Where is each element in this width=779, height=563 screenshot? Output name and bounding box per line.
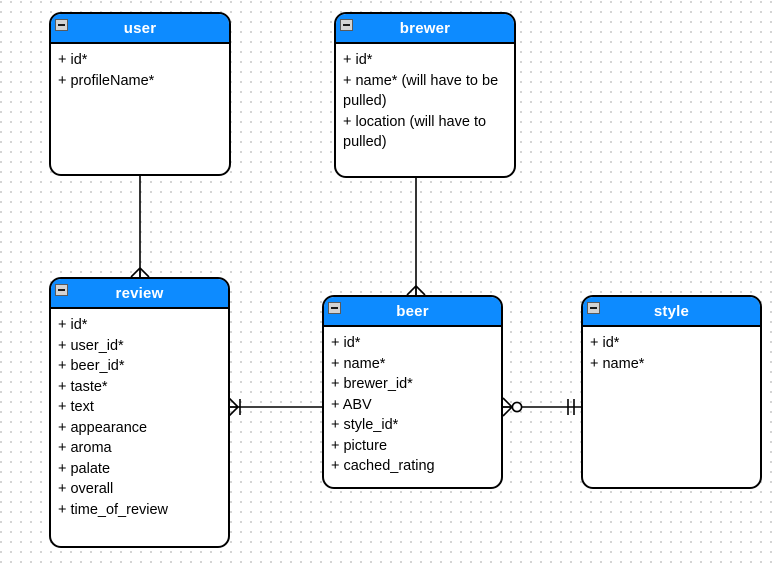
entity-user-title: user: [123, 19, 157, 37]
entity-style-attributes: + id* + name*: [583, 327, 760, 378]
attribute-row: + profileName*: [58, 72, 155, 89]
minus-icon[interactable]: [328, 302, 341, 314]
attribute-row: + id*: [343, 52, 373, 68]
relationship-brewer-beer[interactable]: [406, 178, 426, 296]
entity-beer[interactable]: beer + id* + name* + brewer_id* + ABV + …: [322, 295, 503, 489]
attribute-row: + location (will have to pulled): [343, 113, 491, 151]
attribute-row: + id*: [58, 317, 88, 333]
entity-review[interactable]: review + id* + user_id* + beer_id* + tas…: [49, 277, 230, 548]
entity-user-header: user: [51, 14, 229, 44]
attribute-row: + name*: [331, 355, 386, 372]
entity-beer-header: beer: [324, 297, 501, 327]
entity-brewer[interactable]: brewer + id* + name* (will have to be pu…: [334, 12, 516, 178]
entity-style-title: style: [653, 302, 690, 320]
minus-icon[interactable]: [55, 284, 68, 296]
attribute-row: + beer_id*: [58, 358, 125, 374]
attribute-row: + ABV: [331, 396, 372, 413]
attribute-row: + name* (will have to be pulled): [343, 72, 503, 110]
entity-brewer-header: brewer: [336, 14, 514, 44]
relationship-review-beer[interactable]: [228, 397, 322, 417]
entity-style[interactable]: style + id* + name*: [581, 295, 762, 489]
minus-icon[interactable]: [340, 19, 353, 31]
entity-style-header: style: [583, 297, 760, 327]
entity-review-attributes: + id* + user_id* + beer_id* + taste* + t…: [51, 309, 228, 524]
attribute-row: + picture: [331, 437, 388, 454]
attribute-row: + cached_rating: [331, 458, 435, 474]
relationship-user-review[interactable]: [130, 176, 150, 278]
entity-user[interactable]: user + id* + profileName*: [49, 12, 231, 176]
attribute-row: + text: [58, 399, 94, 415]
minus-icon[interactable]: [587, 302, 600, 314]
attribute-row: + aroma: [58, 440, 112, 456]
attribute-row: + style_id*: [331, 417, 399, 433]
attribute-row: + brewer_id*: [331, 376, 413, 392]
attribute-row: + id*: [590, 335, 620, 351]
attribute-row: + id*: [331, 335, 361, 351]
attribute-row: + palate: [58, 460, 111, 477]
entity-review-header: review: [51, 279, 228, 309]
entity-review-title: review: [115, 284, 164, 302]
attribute-row: + taste*: [58, 378, 108, 395]
attribute-row: + appearance: [58, 419, 148, 436]
attribute-row: + id*: [58, 52, 88, 68]
attribute-row: + name*: [590, 355, 645, 372]
entity-brewer-title: brewer: [399, 19, 451, 37]
entity-beer-title: beer: [396, 302, 429, 320]
entity-beer-attributes: + id* + name* + brewer_id* + ABV + style…: [324, 327, 501, 481]
entity-brewer-attributes: + id* + name* (will have to be pulled) +…: [336, 44, 514, 157]
attribute-row: + time_of_review: [58, 501, 169, 518]
relationship-beer-style[interactable]: [502, 397, 581, 417]
entity-user-attributes: + id* + profileName*: [51, 44, 229, 95]
minus-icon[interactable]: [55, 19, 68, 31]
attribute-row: + user_id*: [58, 337, 124, 354]
attribute-row: + overall: [58, 481, 114, 497]
